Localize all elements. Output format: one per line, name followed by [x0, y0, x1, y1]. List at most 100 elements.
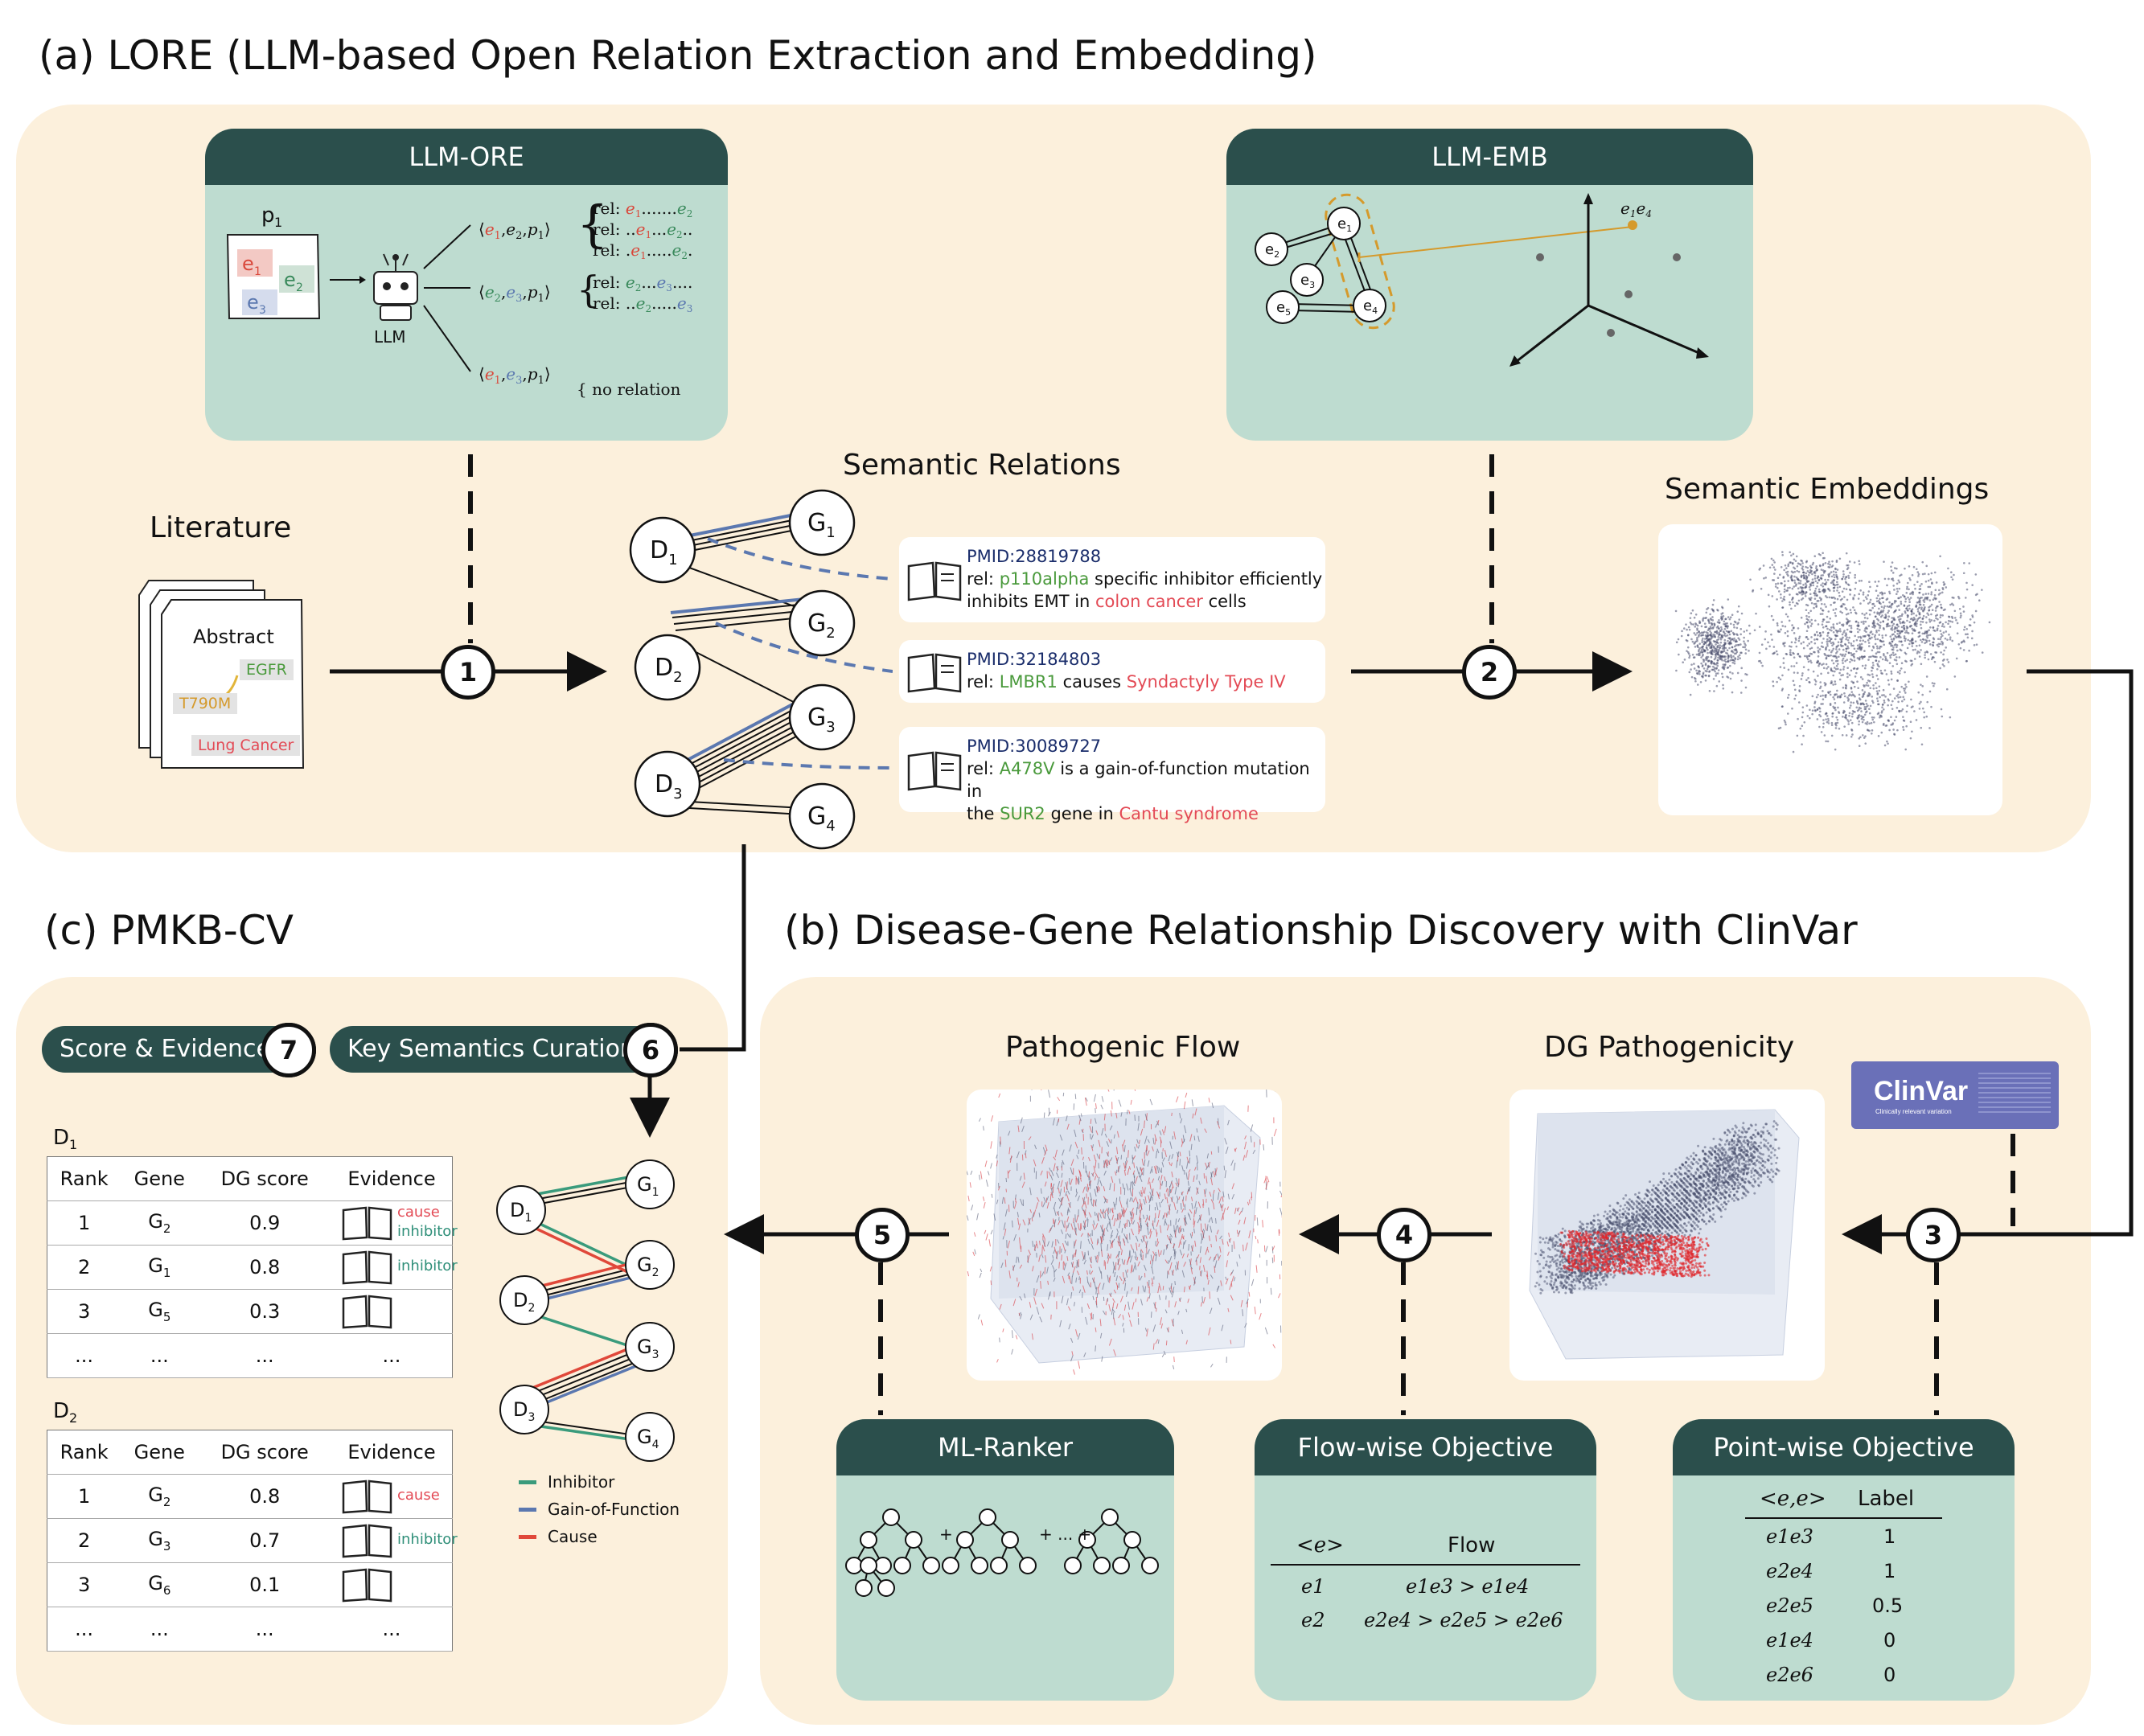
legend-item: Inhibitor	[519, 1468, 680, 1496]
flow-col1: <e>	[1296, 1533, 1344, 1557]
entity: SUR2	[1000, 804, 1045, 823]
legend-swatch	[519, 1507, 536, 1512]
llm-emb-diagram: e1 e2 e3 e4 e5 e1e4	[1255, 193, 1709, 367]
point-row-key: e1e3	[1766, 1525, 1813, 1548]
entity: Syndactyly Type IV	[1126, 672, 1286, 692]
flow-row1-key: e1	[1301, 1575, 1325, 1598]
title-discovery: (b) Disease-Gene Relationship Discovery …	[784, 907, 1858, 954]
svg-text:1: 1	[254, 265, 261, 278]
key-semantics-curation-pill: Key Semantics Curation	[330, 1026, 671, 1073]
flow-row2-val: e2e4 > e2e5 > e2e6	[1364, 1609, 1563, 1631]
text: inhibits EMT in	[967, 592, 1096, 611]
embedding-points	[1674, 551, 1991, 753]
literature-stack	[138, 580, 305, 769]
svg-text:e: e	[242, 252, 254, 275]
clinvar-sequence-pattern	[1978, 1073, 2051, 1113]
evidence-tag: cause	[397, 1487, 440, 1504]
point-row-label: 0	[1883, 1664, 1896, 1686]
evidence-tag: inhibitor	[397, 1531, 458, 1548]
text: cells	[1202, 592, 1247, 611]
legend-swatch	[519, 1479, 536, 1484]
flow-3d-cube	[967, 1090, 1282, 1375]
lung-cancer-tag: Lung Cancer	[191, 735, 301, 756]
clinvar-logo: ClinVar Clinically relevant variation	[1851, 1061, 2059, 1129]
legend-item: Cause	[519, 1523, 680, 1550]
step-5: 5	[855, 1208, 910, 1262]
svg-text:e1e4: e1e4	[1620, 199, 1652, 220]
rel-label: rel:	[967, 672, 995, 692]
step-2: 2	[1462, 645, 1517, 700]
literature-label: Literature	[150, 511, 292, 544]
dg-pathogenicity-plot	[1509, 1090, 1825, 1381]
svg-text:rel: ..e1...e2..: rel: ..e1...e2..	[593, 220, 692, 240]
step-7-badge: 7	[261, 1023, 316, 1077]
point-col2: Label	[1858, 1487, 1915, 1511]
svg-text:e: e	[284, 269, 296, 291]
svg-text:p: p	[261, 203, 275, 228]
llm-ore-header: LLM-ORE	[205, 129, 728, 185]
book-icon	[342, 1206, 392, 1241]
svg-text:e: e	[247, 291, 259, 314]
book-icon	[907, 653, 962, 693]
step-3: 3	[1906, 1208, 1961, 1262]
text: the	[967, 804, 1000, 823]
book-icon	[342, 1568, 392, 1603]
entity: colon cancer	[1095, 592, 1203, 611]
book-icon	[907, 561, 962, 601]
text: is a gain-of-function mutation in	[967, 759, 1310, 801]
svg-text:1: 1	[274, 215, 282, 230]
table-header: Rank	[47, 1156, 121, 1201]
table-disease-label: D1	[53, 1126, 78, 1153]
flow-rule	[1271, 1564, 1580, 1566]
point-row-key: e1e4	[1766, 1629, 1813, 1652]
svg-text:rel: ..e2.....e3: rel: ..e2.....e3	[593, 293, 692, 314]
book-icon	[907, 751, 962, 791]
svg-text:rel: e1.......e2: rel: e1.......e2	[593, 199, 692, 220]
table-row: ............	[47, 1333, 453, 1378]
evidence-card-2: PMID:32184803 rel: LMBR1 causes Syndacty…	[899, 640, 1325, 703]
no-relation-text: { no relation	[577, 380, 681, 399]
svg-text:rel: e2...e3....: rel: e2...e3....	[593, 273, 692, 293]
flow-row1-val: e1e3 > e1e4	[1406, 1575, 1530, 1598]
legend-item: Gain-of-Function	[519, 1496, 680, 1523]
dg-3d-cube	[1529, 1109, 1800, 1360]
title-lore: (a) LORE (LLM-based Open Relation Extrac…	[39, 32, 1317, 79]
tree-ensemble-icon: + + ... +	[845, 1508, 1159, 1597]
text: gene in	[1045, 804, 1119, 823]
pmid-3: PMID:30089727	[967, 737, 1102, 756]
title-pmkb: (c) PMKB-CV	[44, 907, 294, 954]
rel-label: rel:	[967, 759, 995, 778]
entity: p110alpha	[999, 569, 1090, 589]
legend-label: Gain-of-Function	[548, 1500, 680, 1519]
table-header: Evidence	[331, 1430, 453, 1475]
semantic-relations-graph: D1 D2 D3 G1 G2 G3 G4	[629, 489, 893, 850]
point-row-label: 0.5	[1872, 1594, 1904, 1617]
llm-emb-header: LLM-EMB	[1226, 129, 1753, 185]
legend-swatch	[519, 1534, 536, 1539]
table-header: DG score	[198, 1156, 331, 1201]
dg-pathogenicity-label: DG Pathogenicity	[1544, 1031, 1795, 1064]
clinvar-sub: Clinically relevant variation	[1875, 1108, 1952, 1115]
rel-label: rel:	[967, 569, 995, 589]
clinvar-name: ClinVar	[1874, 1076, 1969, 1106]
llm-emb-box: LLM-EMB e1 e2 e3 e4 e5 e1e4	[1226, 129, 1753, 441]
svg-text:{: {	[577, 268, 600, 311]
evidence-card-3: PMID:30089727 rel: A478V is a gain-of-fu…	[899, 727, 1325, 823]
egfr-tag: EGFR	[240, 659, 294, 680]
semantic-embeddings-label: Semantic Embeddings	[1665, 473, 1990, 506]
svg-text:{: {	[577, 195, 608, 253]
flow-col2: Flow	[1448, 1533, 1496, 1557]
entity: A478V	[999, 759, 1055, 778]
flow-objective-header: Flow-wise Objective	[1255, 1419, 1596, 1475]
step-4: 4	[1377, 1208, 1431, 1262]
svg-text:D3: D3	[655, 770, 683, 802]
point-objective-header: Point-wise Objective	[1673, 1419, 2015, 1475]
